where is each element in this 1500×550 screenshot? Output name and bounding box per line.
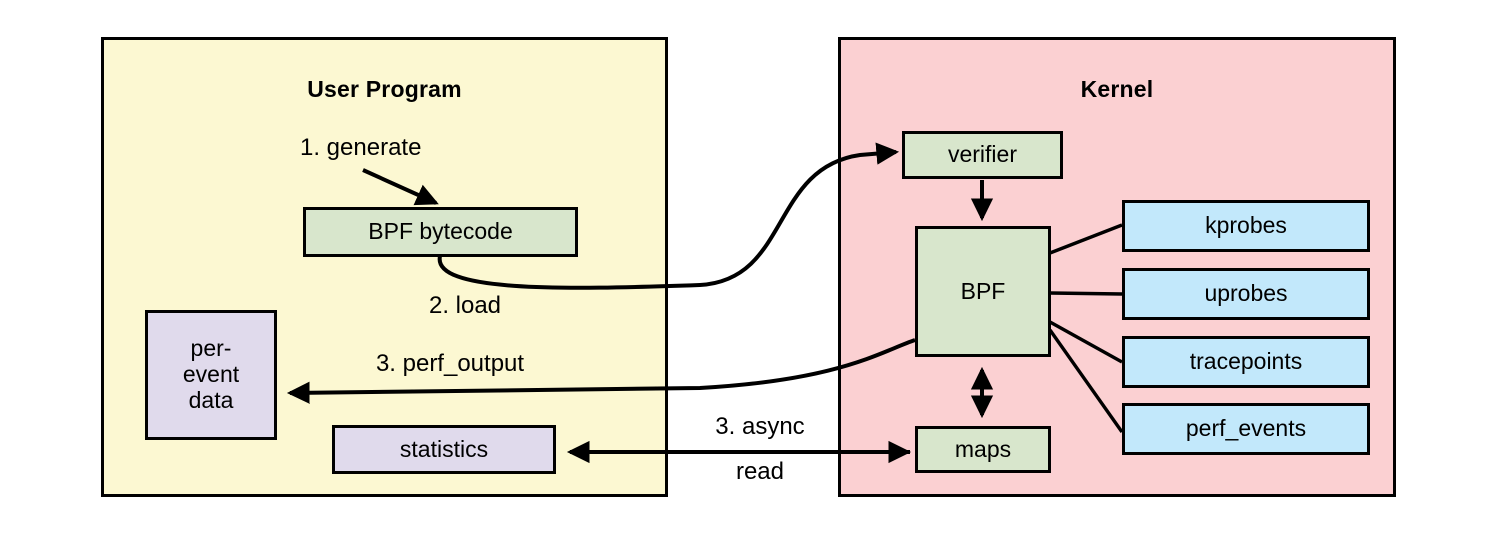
node-perf-events-label: perf_events xyxy=(1185,415,1307,442)
node-maps[interactable]: maps xyxy=(915,426,1051,473)
node-per-event-data[interactable]: per- event data xyxy=(145,310,277,440)
node-uprobes[interactable]: uprobes xyxy=(1122,268,1370,320)
node-tracepoints[interactable]: tracepoints xyxy=(1122,336,1370,388)
node-bpf[interactable]: BPF xyxy=(915,226,1051,357)
node-tracepoints-label: tracepoints xyxy=(1189,348,1303,375)
edge-label-load: 2. load xyxy=(428,292,502,319)
node-bpf-label: BPF xyxy=(960,277,1006,304)
kernel-title: Kernel xyxy=(1080,76,1154,102)
node-perf-events[interactable]: perf_events xyxy=(1122,403,1370,455)
node-kprobes[interactable]: kprobes xyxy=(1122,200,1370,252)
user-program-title: User Program xyxy=(307,76,462,102)
node-per-event-data-label: per- event data xyxy=(182,335,240,413)
edge-label-perf-output: 3. perf_output xyxy=(375,350,525,377)
node-uprobes-label: uprobes xyxy=(1204,280,1288,307)
node-maps-label: maps xyxy=(954,435,1012,462)
node-statistics[interactable]: statistics xyxy=(332,425,556,474)
node-statistics-label: statistics xyxy=(399,435,489,462)
node-bpf-bytecode[interactable]: BPF bytecode xyxy=(303,207,578,257)
node-bpf-bytecode-label: BPF bytecode xyxy=(368,218,513,245)
node-verifier[interactable]: verifier xyxy=(902,131,1063,179)
edge-label-async-read-line2: read xyxy=(735,458,785,485)
edge-label-async-read-line1: 3. async xyxy=(715,413,805,440)
edge-label-generate: 1. generate xyxy=(300,134,422,161)
node-verifier-label: verifier xyxy=(947,141,1017,168)
node-kprobes-label: kprobes xyxy=(1205,212,1287,239)
